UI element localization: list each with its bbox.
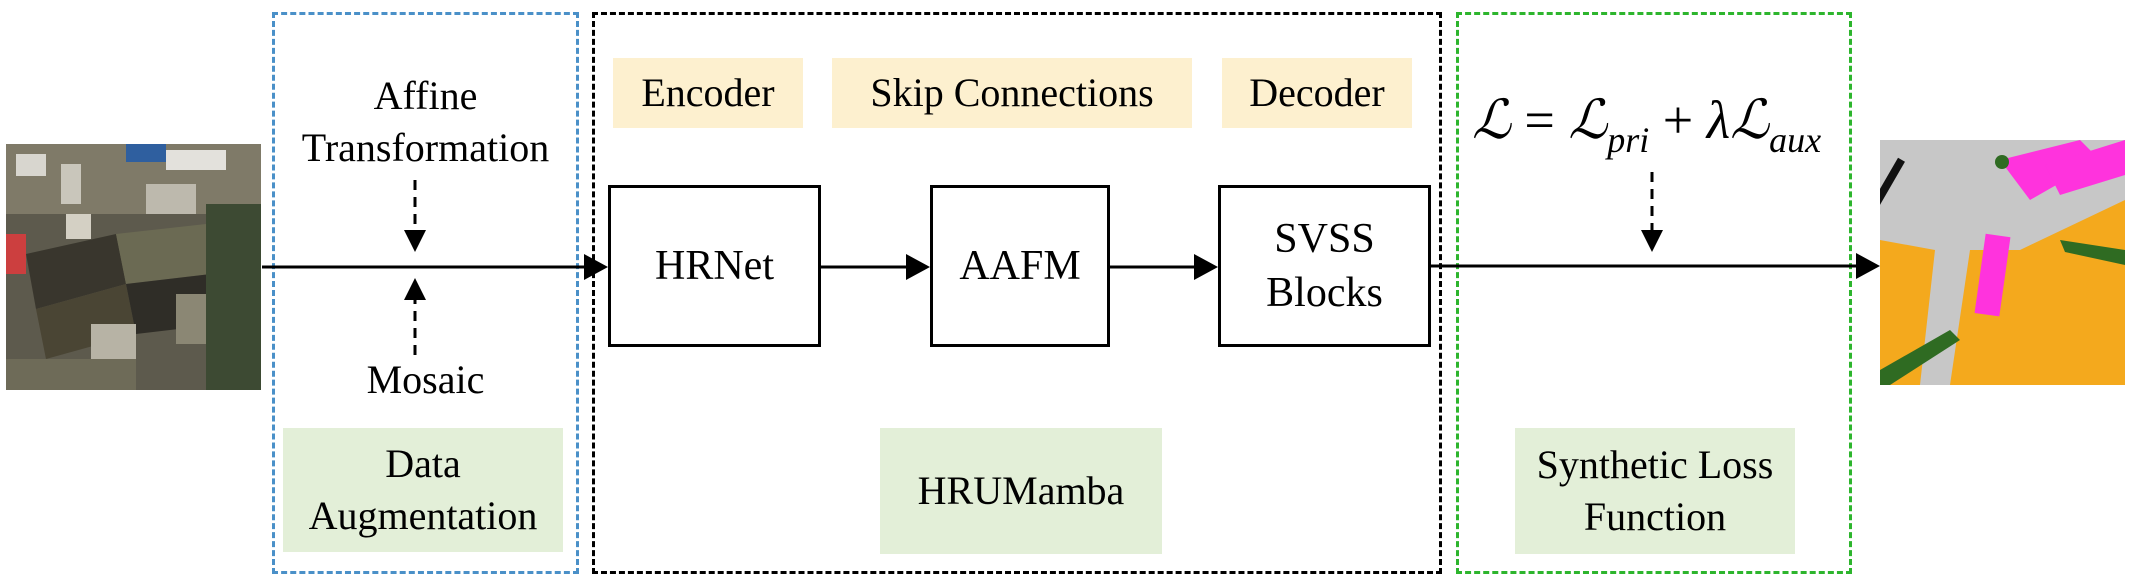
- input-satellite-image: [6, 144, 261, 390]
- affine-transformation-text: Affine Transformation: [301, 73, 550, 170]
- loss-formula: ℒ = ℒpri + λℒaux: [1472, 88, 1821, 161]
- primary-loss-subscript: pri: [1607, 120, 1650, 160]
- affine-transformation-label: Affine Transformation: [272, 70, 579, 174]
- output-segmentation-map: [1880, 140, 2125, 385]
- hrumamba-title: HRUMamba: [880, 428, 1162, 554]
- synthetic-loss-line2: Function: [1583, 494, 1727, 539]
- loss-function-region: [1456, 12, 1852, 574]
- svss-line2: Blocks: [1266, 270, 1383, 316]
- plus-sign: +: [1662, 90, 1694, 150]
- decoder-tag: Decoder: [1222, 58, 1412, 128]
- mosaic-label: Mosaic: [366, 357, 485, 402]
- data-augmentation-title-text: Data Augmentation: [308, 441, 538, 538]
- skip-connections-tag: Skip Connections: [832, 58, 1192, 128]
- auxiliary-loss-symbol: ℒ: [1730, 90, 1770, 150]
- svss-blocks-block: SVSS Blocks: [1218, 185, 1431, 347]
- loss-symbol: ℒ: [1472, 90, 1511, 150]
- data-augmentation-region: [272, 12, 579, 574]
- svss-line1: SVSS: [1274, 216, 1375, 262]
- aafm-block: AAFM: [930, 185, 1110, 347]
- primary-loss-symbol: ℒ: [1568, 90, 1608, 150]
- satellite-image-icon: [6, 144, 261, 390]
- encoder-tag: Encoder: [613, 58, 803, 128]
- segmentation-map-icon: [1880, 140, 2125, 385]
- synthetic-loss-line1: Synthetic Loss: [1536, 442, 1774, 487]
- hrumamba-model-region: [592, 12, 1442, 574]
- hrnet-block: HRNet: [608, 185, 821, 347]
- auxiliary-loss-subscript: aux: [1769, 120, 1822, 160]
- equals-sign: =: [1524, 90, 1555, 150]
- synthetic-loss-title: Synthetic Loss Function: [1515, 428, 1795, 554]
- lambda-symbol: λ: [1706, 90, 1731, 150]
- data-augmentation-title: Data Augmentation: [283, 428, 563, 552]
